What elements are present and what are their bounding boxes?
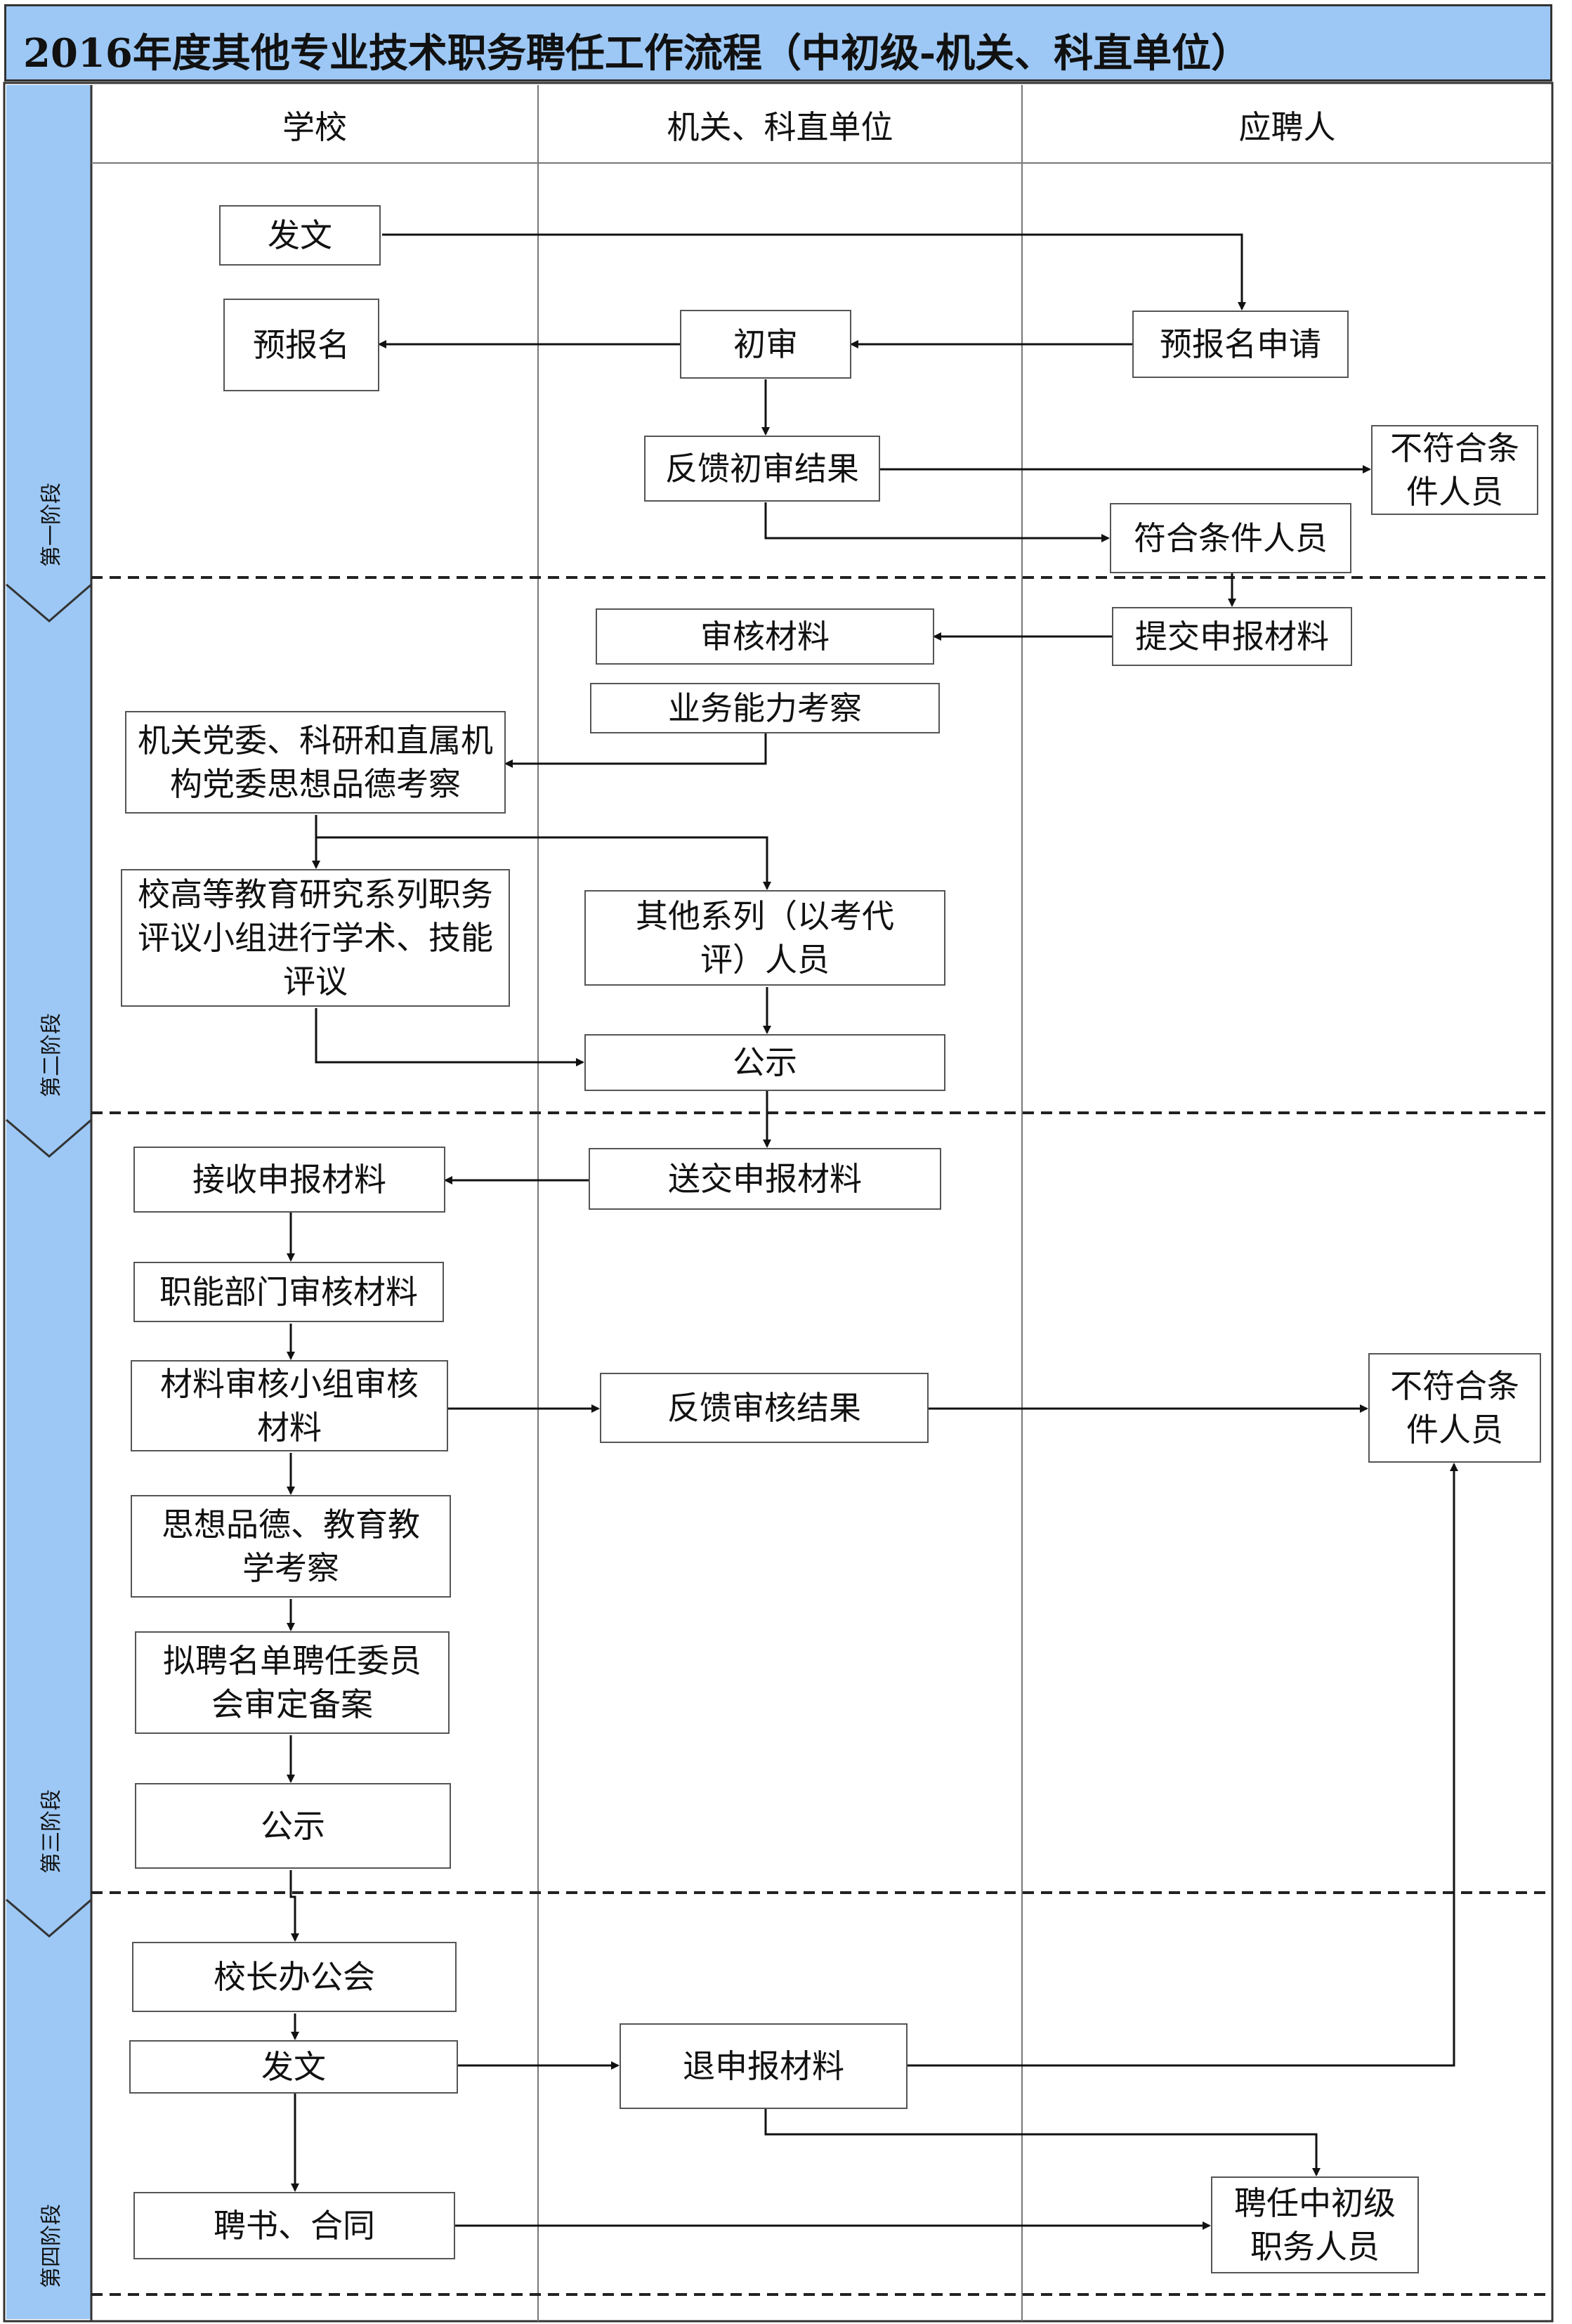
- node-initial-review: 初审: [680, 310, 851, 379]
- node-pre-registration: 预报名: [223, 299, 379, 391]
- node-review-feedback: 反馈审核结果: [600, 1373, 929, 1443]
- stage-chevron: [6, 1898, 92, 1938]
- lane-header-applicant: 应聘人: [1238, 107, 1336, 146]
- stage-column: [6, 85, 91, 2319]
- node-moral-check: 思想品德、教育教学考察: [131, 1495, 451, 1598]
- node-other-series: 其他系列（以考代评）人员: [584, 890, 945, 986]
- node-publicity-2: 公示: [135, 1783, 451, 1869]
- node-unqualified-1: 不符合条件人员: [1371, 425, 1538, 515]
- node-committee: 拟聘名单聘任委员会审定备案: [135, 1631, 450, 1734]
- title-bar: 2016年度其他专业技术职务聘任工作流程（中初级-机关、科直单位）: [4, 4, 1552, 81]
- stage-label-3: 第三阶段: [39, 1789, 64, 1874]
- node-send-materials: 送交申报材料: [589, 1148, 941, 1210]
- node-submit-materials: 提交申报材料: [1112, 607, 1352, 666]
- node-qualified: 符合条件人员: [1110, 503, 1351, 573]
- node-publicity-1: 公示: [584, 1034, 945, 1091]
- lane-header-school: 学校: [282, 107, 347, 146]
- stage-label-2: 第二阶段: [39, 1013, 64, 1097]
- diagram-frame: [3, 81, 1554, 2323]
- node-group-review: 材料审核小组审核材料: [131, 1360, 448, 1451]
- node-return-materials: 退申报材料: [620, 2023, 908, 2109]
- node-ability-check: 业务能力考察: [590, 683, 940, 733]
- node-pre-registration-apply: 预报名申请: [1132, 311, 1349, 378]
- node-party-check: 机关党委、科研和直属机构党委思想品德考察: [125, 711, 506, 814]
- stage-label-1: 第一阶段: [39, 483, 64, 567]
- lane-header-units: 机关、科直单位: [667, 107, 893, 146]
- node-fawen-2: 发文: [129, 2040, 458, 2094]
- stage-chevron: [6, 583, 92, 622]
- node-unqualified-2: 不符合条件人员: [1368, 1353, 1541, 1463]
- node-academic-eval: 校高等教育研究系列职务评议小组进行学术、技能评议: [121, 869, 510, 1007]
- node-dept-review: 职能部门审核材料: [133, 1262, 444, 1322]
- node-fawen-1: 发文: [219, 205, 381, 266]
- node-initial-feedback: 反馈初审结果: [644, 436, 880, 502]
- stage-chevron: [6, 1118, 92, 1158]
- node-contract: 聘书、合同: [133, 2192, 455, 2259]
- node-review-materials: 审核材料: [596, 608, 934, 665]
- diagram-title: 2016年度其他专业技术职务聘任工作流程（中初级-机关、科直单位）: [23, 30, 1251, 77]
- node-receive-materials: 接收申报材料: [133, 1147, 445, 1213]
- connectors: [287, 233, 1458, 2230]
- node-president-meeting: 校长办公会: [132, 1942, 457, 2012]
- stage-label-4: 第四阶段: [39, 2204, 64, 2288]
- node-hired: 聘任中初级职务人员: [1211, 2176, 1419, 2273]
